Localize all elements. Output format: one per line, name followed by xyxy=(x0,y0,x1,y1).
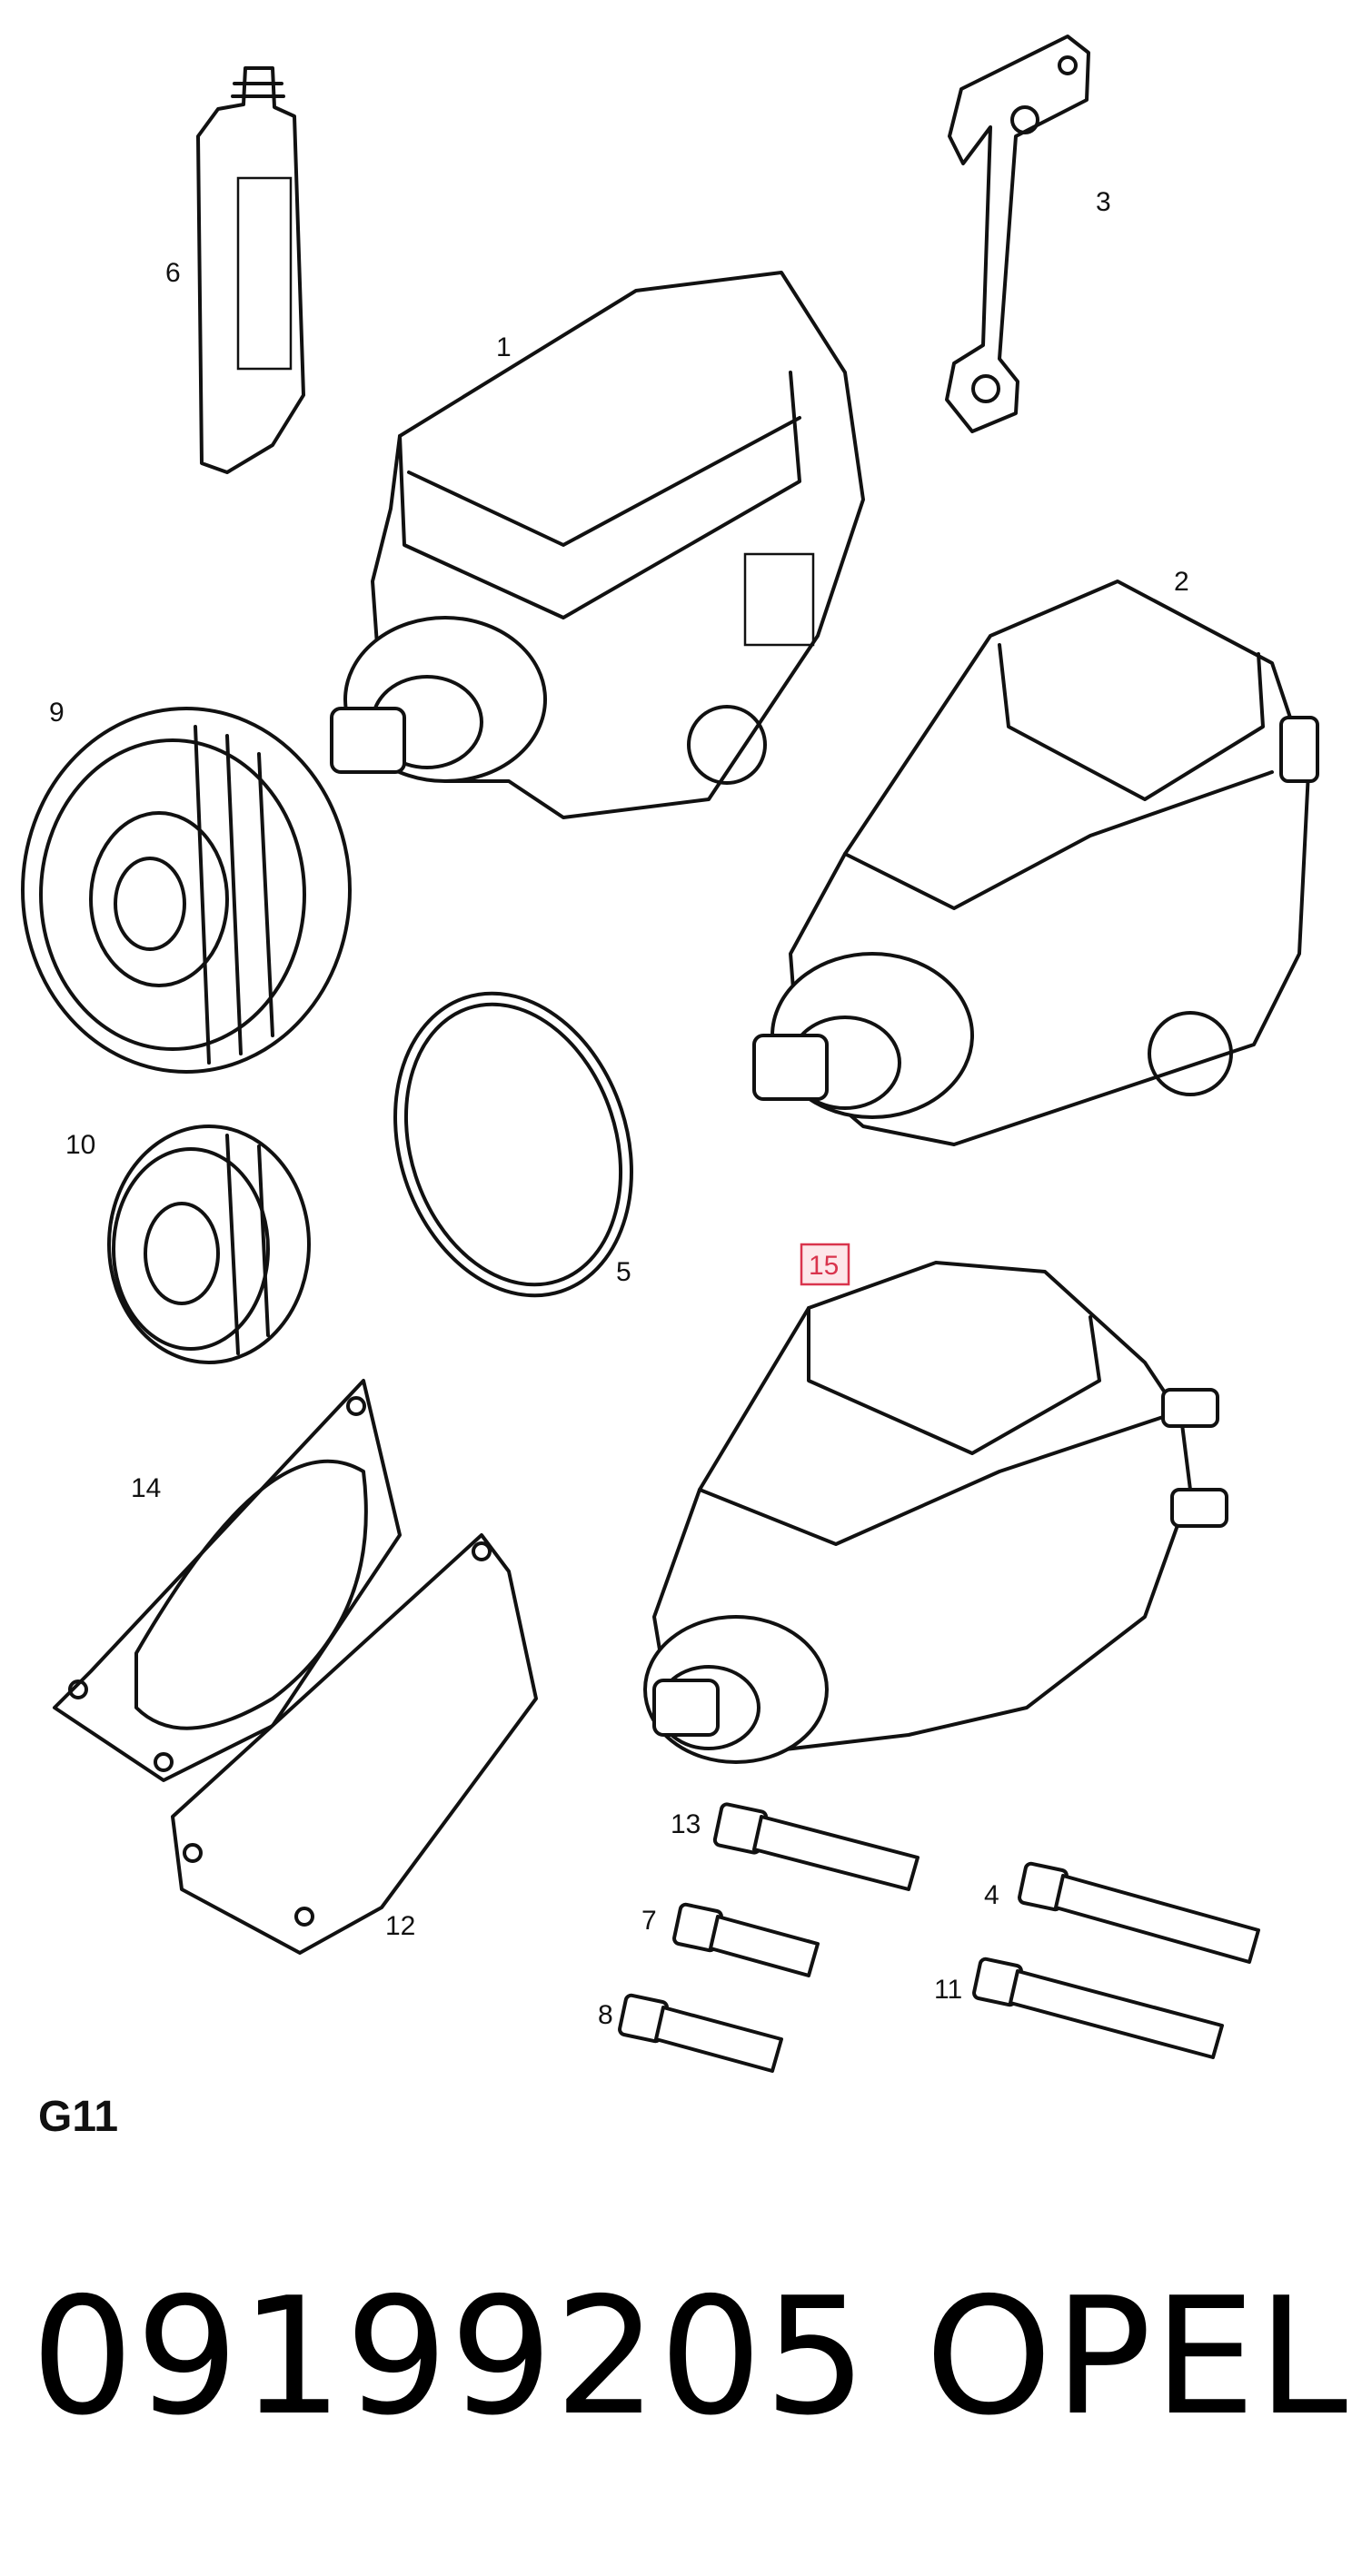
pulley-part-9 xyxy=(21,707,352,1074)
section-code: G11 xyxy=(38,2093,118,2141)
callout-2: 2 xyxy=(1174,567,1189,597)
part-number: 09199205 xyxy=(31,2263,869,2451)
bolt-part-13 xyxy=(712,1802,920,1891)
bolt-part-4 xyxy=(1018,1861,1260,1964)
injection-pump-part-1 xyxy=(330,271,865,819)
bolt-part-7 xyxy=(672,1902,820,1977)
callout-12: 12 xyxy=(385,1911,415,1941)
callout-5: 5 xyxy=(616,1257,631,1287)
o-ring-part-5 xyxy=(393,991,633,1298)
bracket-part xyxy=(945,35,1090,433)
callout-13: 13 xyxy=(671,1809,701,1839)
highlighted-callout-15[interactable]: 15 xyxy=(800,1243,850,1286)
callout-6: 6 xyxy=(165,258,181,288)
callout-10: 10 xyxy=(65,1130,95,1160)
callout-14: 14 xyxy=(131,1473,161,1503)
callout-11: 11 xyxy=(934,1975,962,2005)
callout-1: 1 xyxy=(496,332,512,362)
sealant-tube-part xyxy=(196,66,305,474)
bolt-part-8 xyxy=(618,1993,783,2073)
pulley-part-10 xyxy=(107,1125,311,1364)
callout-7: 7 xyxy=(641,1906,657,1936)
injection-pump-part-2 xyxy=(752,580,1319,1146)
injection-pump-part-15 xyxy=(643,1261,1228,1764)
callout-9: 9 xyxy=(49,698,65,728)
callout-15: 15 xyxy=(809,1251,839,1281)
bolt-part-11 xyxy=(972,1957,1224,2059)
callout-3: 3 xyxy=(1096,187,1111,217)
callout-4: 4 xyxy=(984,1880,999,1910)
callout-8: 8 xyxy=(598,2000,613,2030)
cover-plate-part-12 xyxy=(171,1533,538,1955)
brand-name: OPEL xyxy=(925,2263,1350,2451)
